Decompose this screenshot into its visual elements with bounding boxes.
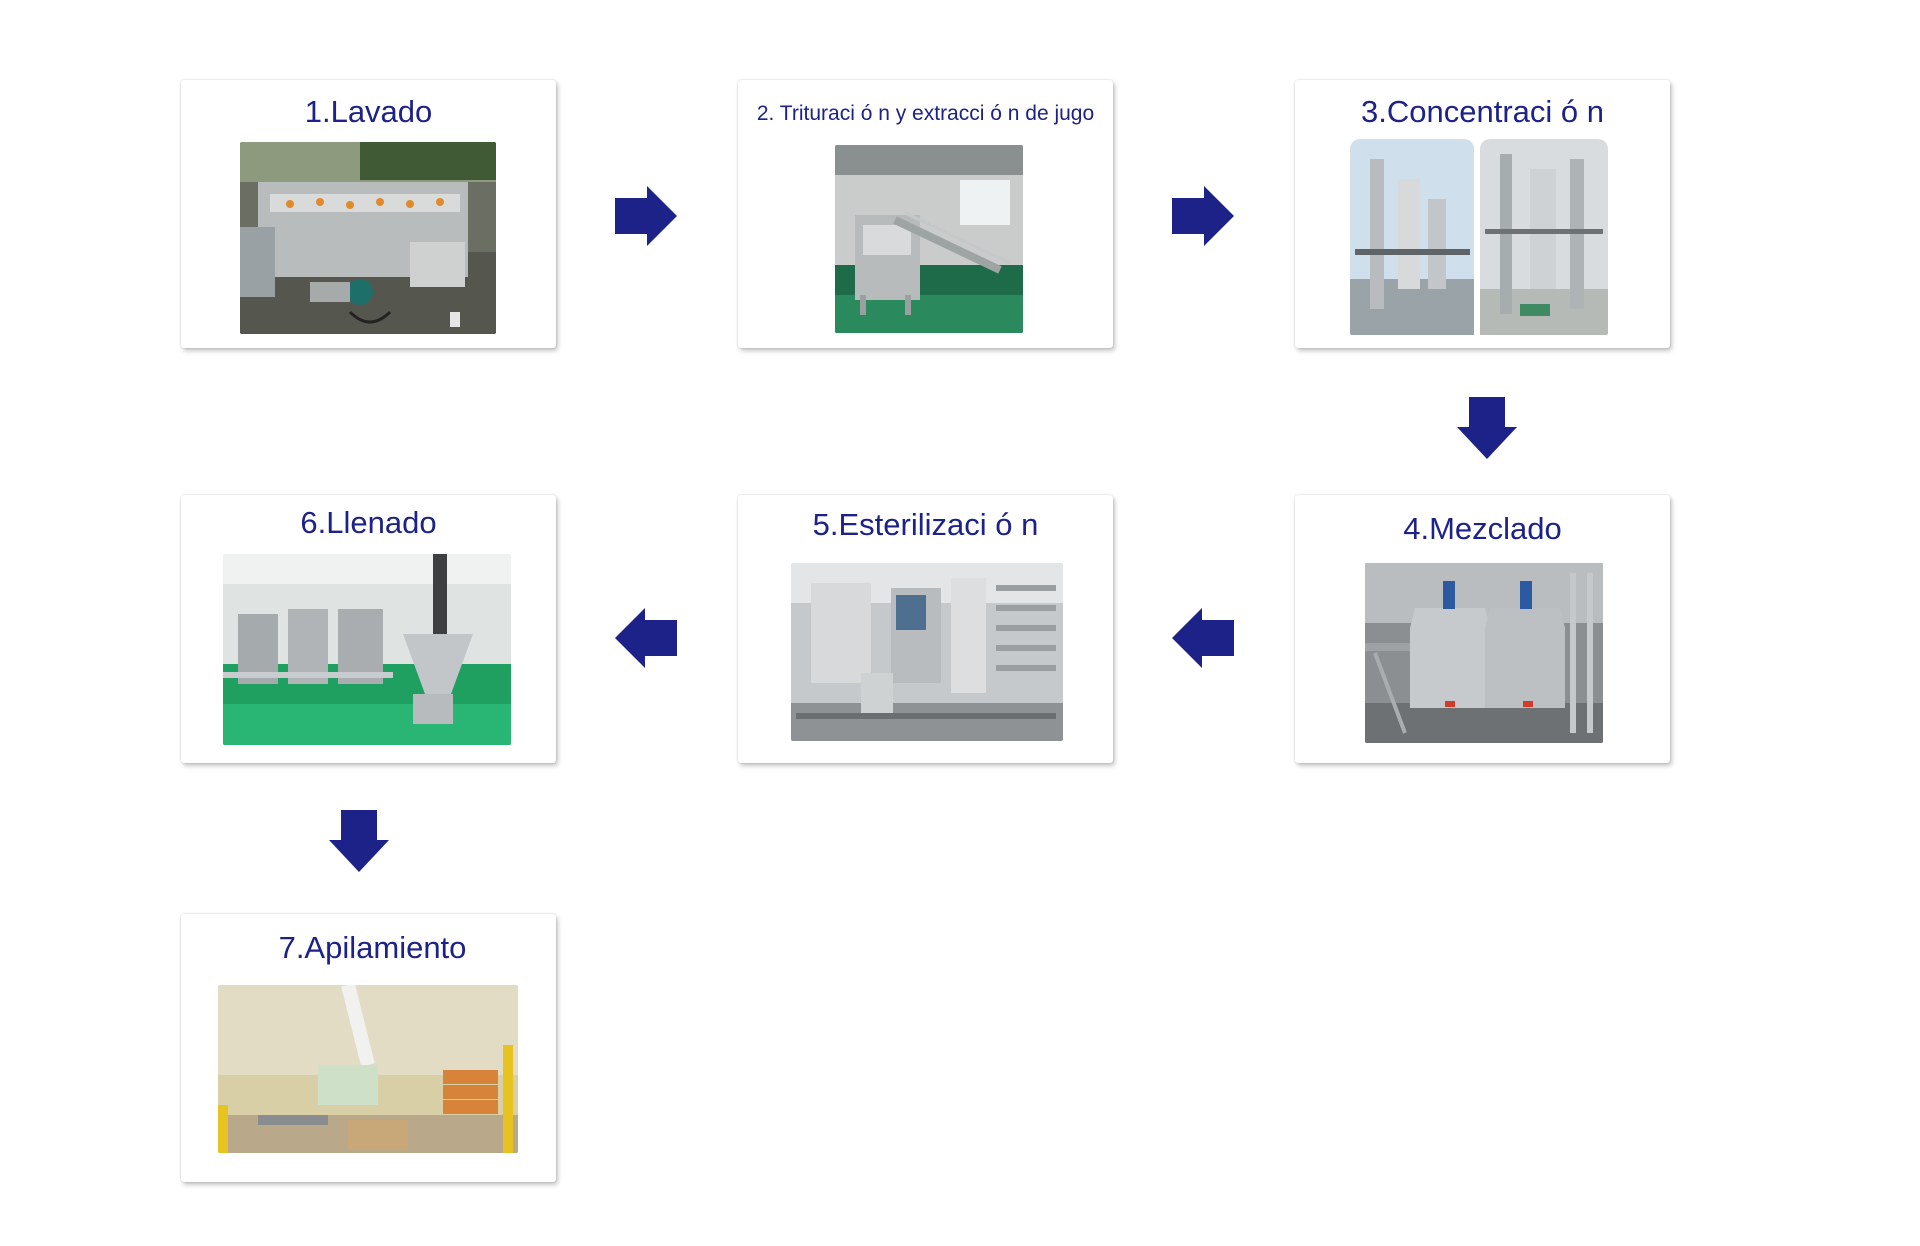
step-card-4: 4.Mezclado — [1295, 495, 1670, 763]
step-card-6: 6.Llenado — [181, 495, 556, 763]
step-card-1: 1.Lavado — [181, 80, 556, 348]
step-card-3: 3.Concentraci ó n — [1295, 80, 1670, 348]
filling-line-photo — [223, 554, 511, 745]
arrow-right-1-to-2 — [615, 186, 677, 246]
step-card-7: 7.Apilamiento — [181, 914, 556, 1182]
arrow-right-2-to-3 — [1172, 186, 1234, 246]
arrow-left-5-to-6 — [615, 608, 677, 668]
step-card-2: 2. Trituraci ó n y extracci ó n de jugo — [738, 80, 1113, 348]
step-title-6: 6.Llenado — [300, 505, 437, 540]
arrow-down-3-to-4 — [1457, 397, 1517, 459]
washing-machine-photo — [240, 142, 496, 334]
crushing-extraction-machine-photo — [835, 145, 1023, 333]
step-title-3: 3.Concentraci ó n — [1361, 94, 1604, 129]
step-title-5: 5.Esterilizaci ó n — [812, 507, 1039, 542]
evaporator-concentrator-photos — [1350, 139, 1608, 335]
step-title-7: 7.Apilamiento — [278, 930, 467, 965]
step-card-5: 5.Esterilizaci ó n — [738, 495, 1113, 763]
arrow-left-4-to-5 — [1172, 608, 1234, 668]
sterilizer-photo — [791, 563, 1063, 741]
arrow-down-6-to-7 — [329, 810, 389, 872]
robotic-palletizer-photo — [218, 985, 518, 1153]
mixing-tanks-photo — [1365, 563, 1603, 743]
step-title-4: 4.Mezclado — [1403, 511, 1562, 546]
step-title-2: 2. Trituraci ó n y extracci ó n de jugo — [756, 102, 1095, 125]
step-title-1: 1.Lavado — [304, 94, 433, 129]
